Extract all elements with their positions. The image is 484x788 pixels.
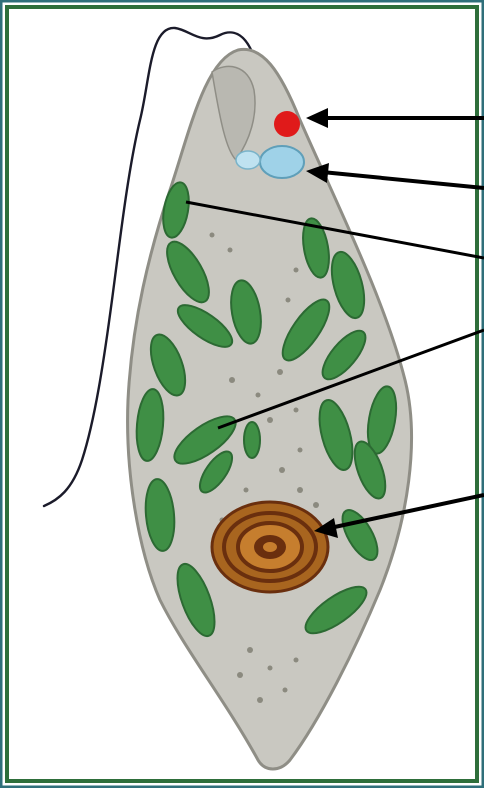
vacuole-small xyxy=(236,151,260,169)
chloroplast xyxy=(244,422,260,458)
nucleus xyxy=(212,502,328,592)
eyespot xyxy=(274,111,300,137)
contractile-vacuole xyxy=(260,146,304,178)
